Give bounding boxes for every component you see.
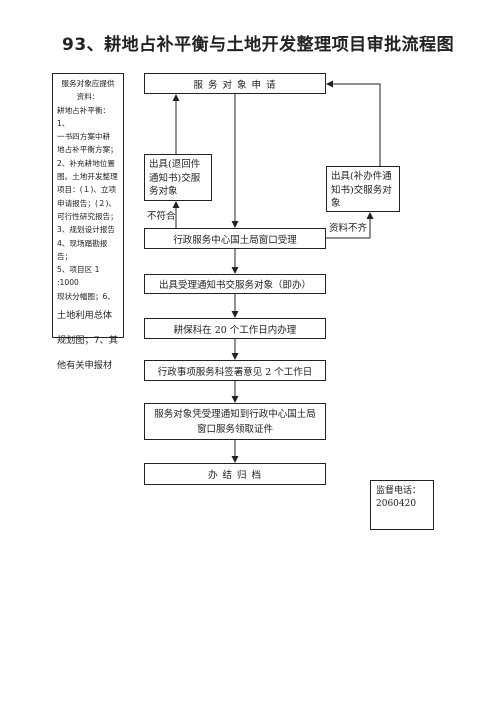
materials-note-line: 可行性研究报告； [57, 211, 118, 221]
materials-note-line: 规划图；7、其 [57, 335, 118, 347]
label-incomplete: 资料不齐 [329, 223, 368, 234]
materials-note-small-text: 服务对象应提供资料： 耕地占补平衡：1、一书四方案中耕地占补平衡方案； 2、补充耕地… [57, 77, 119, 303]
node-service-apply: 服 务 对 象 申 请 [144, 73, 326, 94]
node-return-notice-text: 出具(退回件通知书)交服务对象 [149, 159, 201, 197]
materials-note-line: 现状分幅图；6、 [57, 291, 115, 301]
label-not-comply: 不符合 [147, 211, 176, 222]
materials-note-line: 4、现场踏勘报告； [57, 238, 108, 261]
materials-note-line: 3、规划设计报告 [57, 225, 115, 235]
materials-note-line: 资料： [76, 92, 100, 102]
materials-note-large-text: 土地利用总体规划图；7、其他有关申报材 [57, 303, 119, 378]
materials-note-line: 地占补平衡方案； [57, 145, 118, 155]
materials-note-line: 项目：(１)、立项 [57, 185, 117, 195]
materials-note-line: 他有关申报材 [57, 360, 113, 372]
node-collect-certificate: 服务对象凭受理通知到行政中心国土局窗口服务领取证件 [144, 403, 326, 440]
node-archive: 办 结 归 档 [144, 463, 326, 485]
materials-note-line: 申请报告；(２)、 [57, 198, 117, 208]
node-supplement-notice: 出具(补办件通知书)交服务对象 [326, 166, 400, 212]
page-title: 93、耕地占补平衡与土地开发整理项目审批流程图 [62, 35, 455, 55]
node-sign-opinion: 行政事项服务科签署意见 2 个工作日 [144, 360, 326, 381]
node-window-accept: 行政服务中心国土局窗口受理 [144, 228, 326, 249]
node-land-section: 耕保科在 20 个工作日内办理 [144, 318, 326, 339]
materials-note-line: 2、补充耕地位置 [57, 158, 115, 168]
node-supplement-notice-text: 出具(补办件通知书)交服务对象 [331, 171, 392, 209]
materials-note-line: 5、项目区 1 :1000 [57, 265, 100, 288]
supervision-number: 2060420 [376, 499, 417, 509]
materials-note: 服务对象应提供资料： 耕地占补平衡：1、一书四方案中耕地占补平衡方案； 2、补充耕地… [52, 73, 124, 371]
supervision-phone: 监督电话： 2060420 [376, 485, 421, 511]
materials-note-line: 土地利用总体 [57, 310, 113, 322]
node-return-notice: 出具(退回件通知书)交服务对象 [144, 154, 212, 201]
node-accept-notice: 出具受理通知书交服务对象（即办） [144, 274, 326, 294]
materials-note-line: 服务对象应提供 [61, 79, 115, 88]
supervision-box [370, 480, 434, 530]
materials-note-line: 耕地占补平衡：1、 [57, 105, 111, 128]
materials-note-line: 图。土地开发整理 [57, 172, 118, 182]
supervision-label: 监督电话： [376, 486, 422, 496]
materials-note-line: 一书四方案中耕 [57, 132, 111, 142]
arrow-supplement-to-apply [326, 80, 381, 166]
